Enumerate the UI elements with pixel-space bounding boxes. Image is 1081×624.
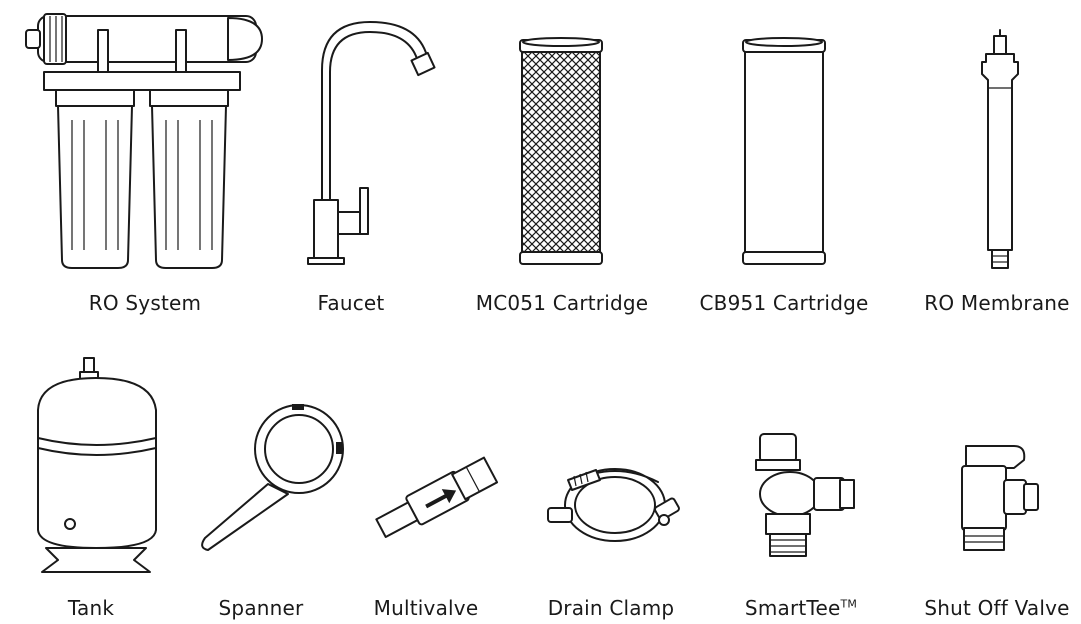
item-label: Drain Clamp bbox=[547, 596, 675, 620]
item-label: Shut Off Valve bbox=[924, 596, 1070, 620]
item-label: Tank bbox=[67, 596, 115, 620]
item-label: Spanner bbox=[218, 596, 304, 620]
item-label: Multivalve bbox=[373, 596, 479, 620]
item-label: MC051 Cartridge bbox=[475, 291, 649, 315]
item-label: RO Membrane bbox=[924, 291, 1070, 315]
item-label: CB951 Cartridge bbox=[699, 291, 869, 315]
item-label: RO System bbox=[88, 291, 202, 315]
item-label: Faucet bbox=[317, 291, 385, 315]
item-label: SmartTeeTM bbox=[744, 596, 858, 620]
